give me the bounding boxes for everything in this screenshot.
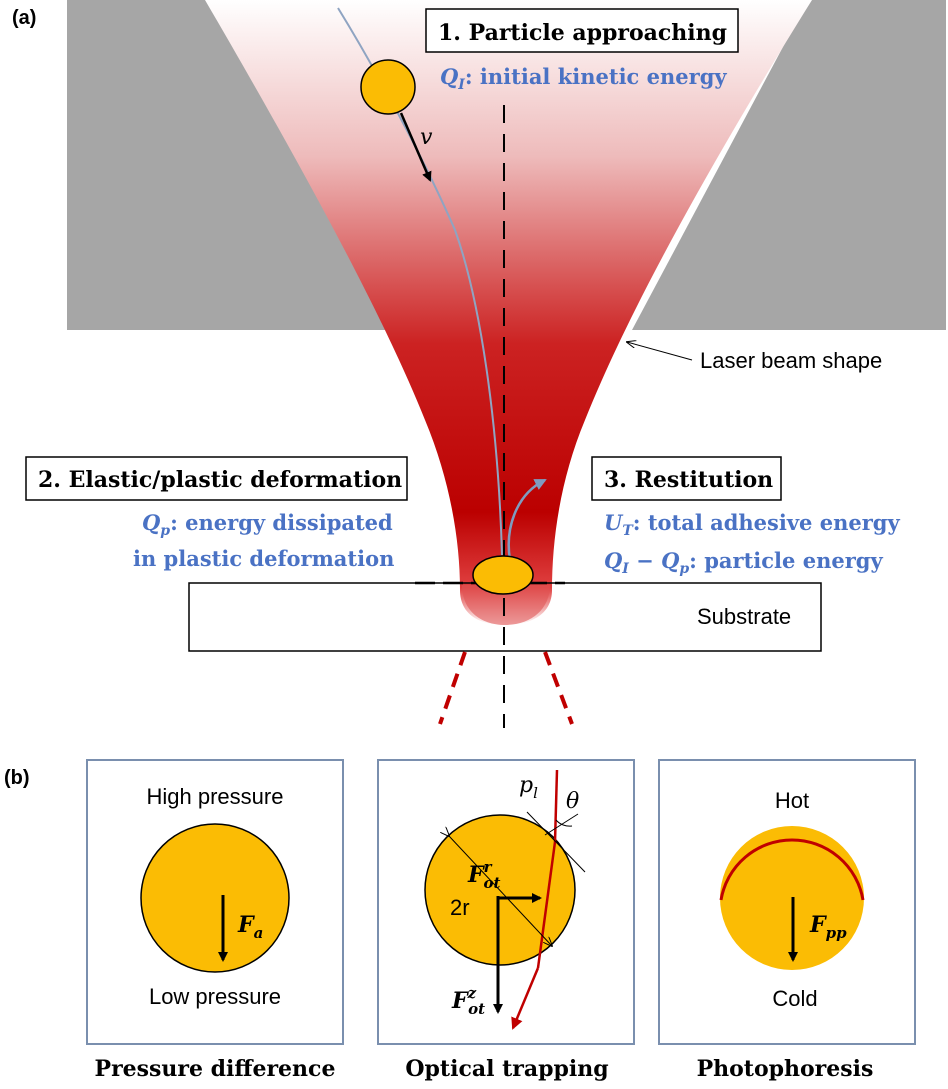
panel-a-label: (a) — [12, 7, 36, 29]
pressure-top-label: High pressure — [147, 784, 284, 809]
exit-ray — [511, 967, 540, 1030]
laser-beam — [205, 0, 812, 625]
photophoresis-panel — [658, 759, 916, 1045]
velocity-arrow — [399, 112, 432, 182]
left-gray-block — [67, 0, 395, 330]
pressure-caption: Pressure difference — [95, 1056, 336, 1082]
pl-label: pl — [519, 773, 538, 802]
surface-tangent — [526, 811, 586, 873]
pressure-bottom-label: Low pressure — [149, 984, 281, 1009]
theta-label: θ — [566, 789, 579, 814]
restitution-arrow — [507, 478, 547, 561]
optical-caption: Optical trapping — [405, 1056, 608, 1082]
step2-energy-line2: in plastic deformation — [133, 546, 394, 571]
substrate-label: Substrate — [697, 604, 791, 629]
theta-arc — [555, 819, 573, 827]
cold-label: Cold — [772, 986, 817, 1011]
step3-particle-energy: QI − Qp: particle energy — [604, 548, 883, 577]
photophoresis-force-label: Fpp — [809, 912, 847, 942]
step1-box — [425, 8, 739, 53]
beam-in-substrate — [462, 585, 550, 625]
step2-box — [25, 456, 408, 501]
step3-adhesive-energy: UT: total adhesive energy — [604, 510, 900, 539]
photophoresis-caption: Photophoresis — [697, 1056, 874, 1082]
hot-label: Hot — [775, 788, 809, 813]
beam-continuation-left — [438, 651, 467, 725]
radius-label: 2r — [450, 895, 470, 920]
pressure-force-label: Fa — [237, 912, 263, 942]
velocity-label: v — [420, 125, 433, 150]
step1-energy: QI: initial kinetic energy — [440, 64, 727, 93]
step2-title: 2. Elastic/plastic deformation — [38, 467, 402, 493]
deformed-particle — [472, 555, 534, 595]
step1-title: 1. Particle approaching — [438, 20, 727, 46]
diameter-line — [449, 836, 552, 946]
panel-b-label: (b) — [4, 767, 30, 789]
step3-title: 3. Restitution — [604, 467, 773, 493]
right-gray-block — [632, 0, 946, 330]
pressure-panel — [86, 759, 344, 1045]
beam-shape-label: Laser beam shape — [700, 348, 882, 373]
pressure-particle — [140, 823, 290, 973]
beam-label-pointer — [627, 342, 693, 361]
beam-continuation-right — [543, 651, 574, 725]
step2-energy-line1: Qp: energy dissipated — [142, 510, 393, 539]
step3-box — [591, 456, 782, 501]
incident-ray — [553, 769, 559, 843]
optical-panel — [377, 759, 635, 1045]
approaching-particle — [360, 59, 416, 115]
hot-side-outline — [719, 838, 865, 901]
